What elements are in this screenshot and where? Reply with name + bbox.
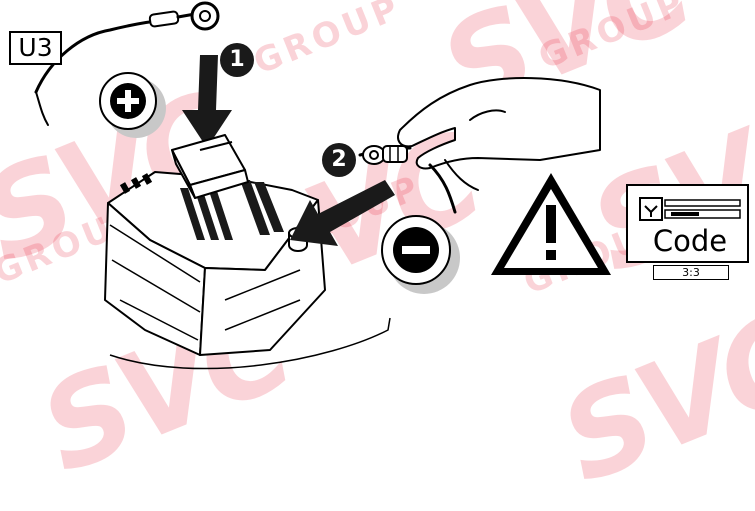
diagram-label: U3 — [9, 31, 62, 65]
page-indicator: 3:3 — [653, 265, 729, 280]
hand-with-terminal — [360, 78, 600, 212]
step-2-badge: 2 — [322, 143, 356, 177]
battery-disconnect-diagram: SVC SVC SVC SVC SVC SVC GROUP GROUP GROU… — [0, 0, 755, 394]
warning-icon — [491, 173, 611, 275]
step-1-badge: 1 — [220, 43, 254, 77]
minus-icon — [382, 216, 460, 294]
plus-icon — [100, 73, 166, 138]
diagonal-arrow-icon — [290, 180, 395, 246]
code-label: Code — [632, 225, 748, 257]
diagram-artwork — [0, 0, 755, 394]
